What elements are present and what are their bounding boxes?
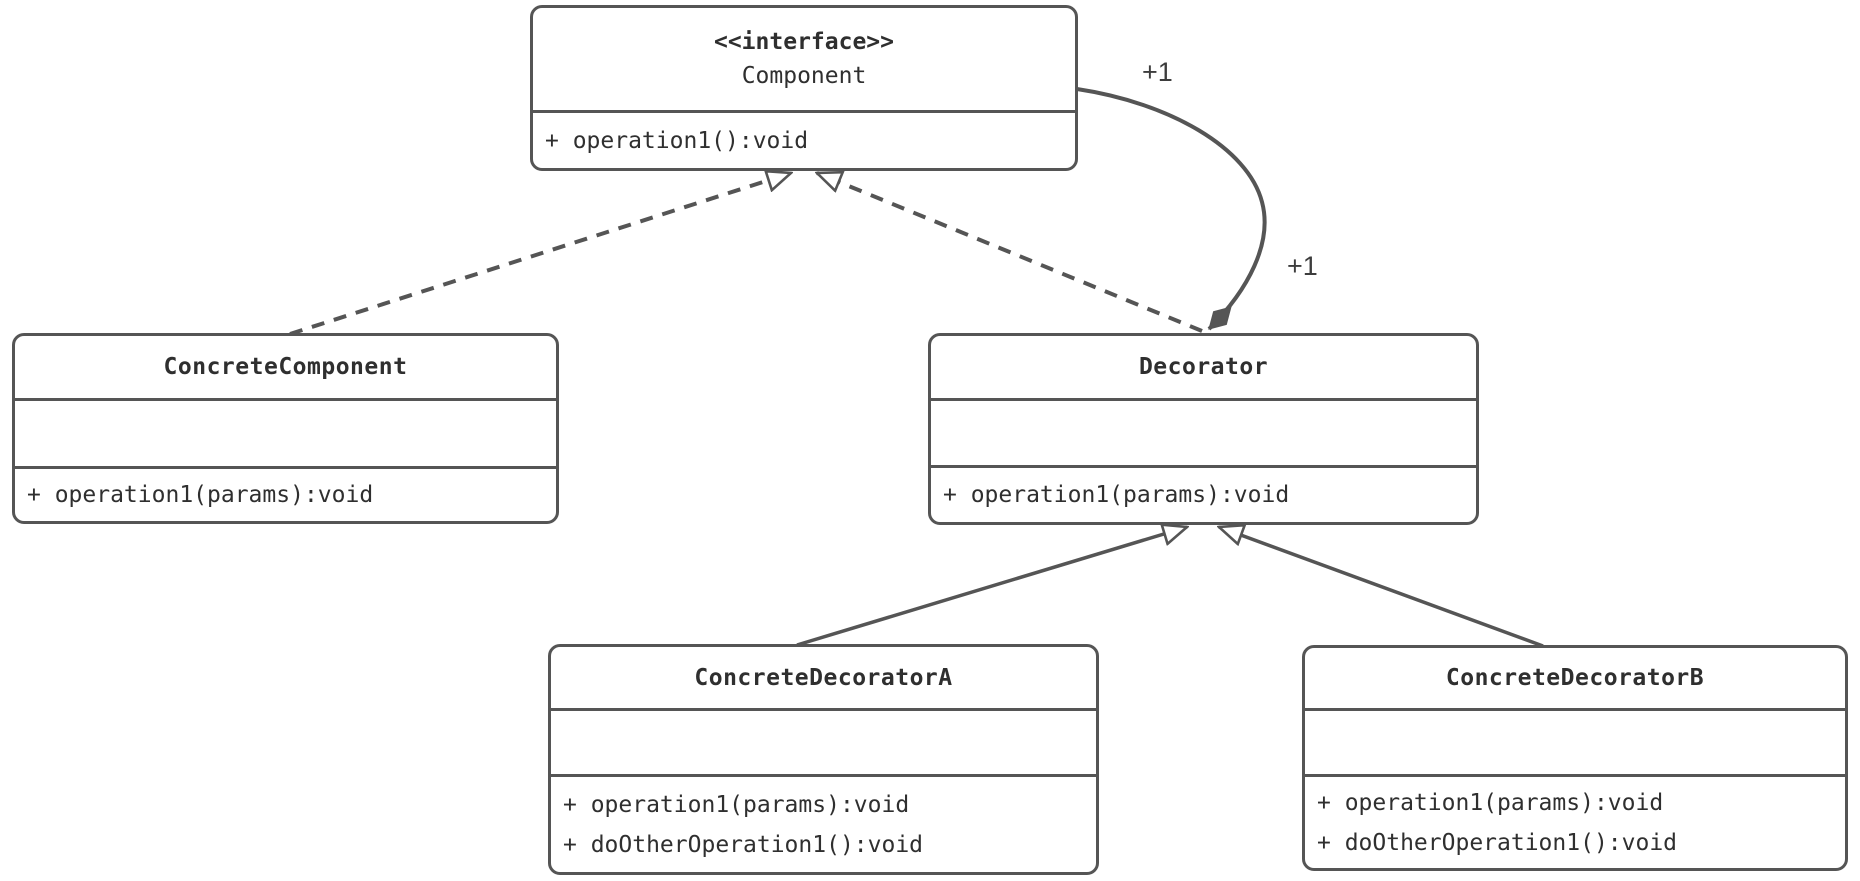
decorator-method-label: + operation1(params):void [943, 482, 1290, 508]
concretedecoratora-attributes-section [551, 708, 1096, 774]
realization-edge-concretecomponent-to-component [289, 173, 791, 336]
concretedecoratorb-title-section: ConcreteDecoratorB [1305, 648, 1845, 708]
multiplicity-label-component-end: +1 [1142, 57, 1173, 87]
concretecomponent-attributes-section [15, 398, 556, 466]
concretecomponent-title-section: ConcreteComponent [15, 336, 556, 398]
class-box-concretedecoratora: ConcreteDecoratorA + operation1(params):… [548, 644, 1099, 875]
concretedecoratorb-method-label: + doOtherOperation1():void [1317, 829, 1678, 856]
concretedecoratorb-attributes-section [1305, 708, 1845, 774]
concretedecoratora-method-label: + operation1(params):void [563, 791, 910, 818]
concretedecoratora-title-section: ConcreteDecoratorA [551, 647, 1096, 708]
decorator-methods-section: + operation1(params):void [931, 465, 1476, 522]
component-methods-section: + operation1():void [533, 110, 1075, 168]
concretedecoratorb-methods-section: + operation1(params):void + doOtherOpera… [1305, 774, 1845, 868]
concretecomponent-methods-section: + operation1(params):void [15, 466, 556, 521]
multiplicity-label-decorator-end: +1 [1287, 251, 1318, 281]
concretedecoratora-class-name: ConcreteDecoratorA [694, 664, 953, 691]
decorator-attributes-section [931, 398, 1476, 465]
generalization-edge-concretedecoratorb-to-decorator [1219, 527, 1544, 648]
interface-stereotype-label: <<interface>> [713, 29, 894, 55]
class-box-decorator: Decorator + operation1(params):void [928, 333, 1479, 525]
composition-edge-component-to-decorator [1076, 87, 1267, 331]
concretecomponent-class-name: ConcreteComponent [163, 354, 408, 380]
decorator-class-name: Decorator [1138, 354, 1269, 380]
generalization-edge-concretedecoratora-to-decorator [796, 527, 1187, 647]
concretecomponent-method-label: + operation1(params):void [27, 482, 374, 508]
decorator-title-section: Decorator [931, 336, 1476, 398]
class-box-concretedecoratorb: ConcreteDecoratorB + operation1(params):… [1302, 645, 1848, 871]
concretedecoratora-method-label: + doOtherOperation1():void [563, 831, 924, 858]
realization-edge-decorator-to-component [817, 173, 1203, 333]
component-method-label: + operation1():void [545, 127, 809, 154]
concretedecoratorb-method-label: + operation1(params):void [1317, 789, 1664, 816]
concretedecoratorb-class-name: ConcreteDecoratorB [1445, 665, 1705, 691]
class-box-component: <<interface>> Component + operation1():v… [530, 5, 1078, 171]
component-title-section: <<interface>> Component [533, 8, 1075, 110]
concretedecoratora-methods-section: + operation1(params):void + doOtherOpera… [551, 774, 1096, 872]
class-box-concretecomponent: ConcreteComponent + operation1(params):v… [12, 333, 559, 524]
component-class-name: Component [741, 63, 867, 89]
